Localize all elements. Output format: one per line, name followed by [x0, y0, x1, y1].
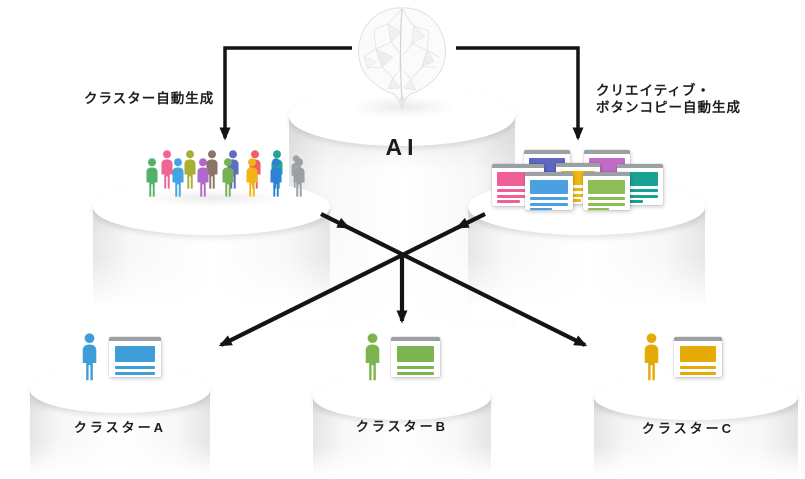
card-titlebar [617, 164, 663, 168]
card-titlebar [674, 337, 722, 341]
card-titlebar [391, 337, 440, 341]
cluster-b-pedestal-top [313, 374, 491, 420]
cluster-a-card-icon [109, 337, 161, 377]
card-text-line [115, 366, 155, 369]
flow-label-right: クリエイティブ・ ボタンコピー自動生成 [596, 82, 741, 116]
card-text-line [622, 200, 643, 203]
card-titlebar [584, 150, 630, 154]
audience-crowd-icon [146, 150, 305, 197]
card-text-line [497, 189, 539, 192]
card-titlebar [525, 172, 573, 176]
cluster-b-pedestal [313, 0, 491, 479]
card-titlebar [524, 150, 570, 154]
card-text-line [397, 366, 434, 369]
cluster-b-card-icon [391, 337, 440, 377]
card-banner [397, 346, 434, 362]
card-text-line [561, 188, 595, 191]
cluster-a-person-icon [82, 333, 97, 381]
cluster-c-label: クラスターC [641, 421, 735, 436]
card-titlebar [556, 163, 600, 167]
card-text-line [622, 194, 658, 198]
cluster-b-label: クラスターB [355, 419, 449, 434]
cluster-a-pedestal [30, 0, 210, 479]
flow-label-right-line2: ボタンコピー自動生成 [596, 100, 741, 115]
card-titlebar [109, 337, 161, 341]
card-text-line [530, 202, 568, 206]
card-text-line [561, 193, 595, 197]
flow-label-right-line1: クリエイティブ・ [596, 83, 711, 98]
card-titlebar [492, 164, 544, 168]
card-text-line [497, 194, 539, 198]
card-banner [115, 346, 155, 362]
person-icon [172, 158, 184, 197]
card-banner [680, 346, 716, 362]
card-text-line [497, 200, 521, 203]
card-text-line [530, 208, 552, 210]
card-text-line [680, 366, 716, 369]
person-icon [184, 150, 196, 189]
card-text-line [622, 189, 658, 192]
card-text-line [115, 371, 155, 375]
creative-card [583, 172, 630, 210]
cluster-a-label: クラスターA [73, 420, 167, 435]
card-text-line [530, 197, 568, 200]
card-text-line [397, 371, 434, 375]
person-icon [146, 158, 158, 197]
creative-card [525, 172, 573, 210]
person-icon [161, 150, 173, 189]
card-banner [588, 180, 625, 194]
crowd-shadow [123, 188, 303, 208]
card-banner [530, 180, 568, 194]
flow-label-left: クラスター自動生成 [84, 91, 215, 106]
ai-label: AI [385, 134, 419, 160]
ai-brain-icon [358, 7, 446, 110]
card-text-line [588, 197, 625, 200]
cluster-c-pedestal-top [594, 374, 798, 420]
cluster-c-card-icon [674, 337, 722, 377]
person-icon [206, 150, 218, 189]
cluster-c-pedestal [594, 0, 798, 479]
card-text-line [680, 371, 716, 375]
cluster-b-person-icon [365, 333, 380, 381]
card-titlebar [583, 172, 630, 176]
card-text-line [588, 208, 610, 210]
cluster-c-person-icon [644, 333, 659, 381]
card-banner [622, 172, 658, 186]
card-text-line [588, 202, 625, 206]
